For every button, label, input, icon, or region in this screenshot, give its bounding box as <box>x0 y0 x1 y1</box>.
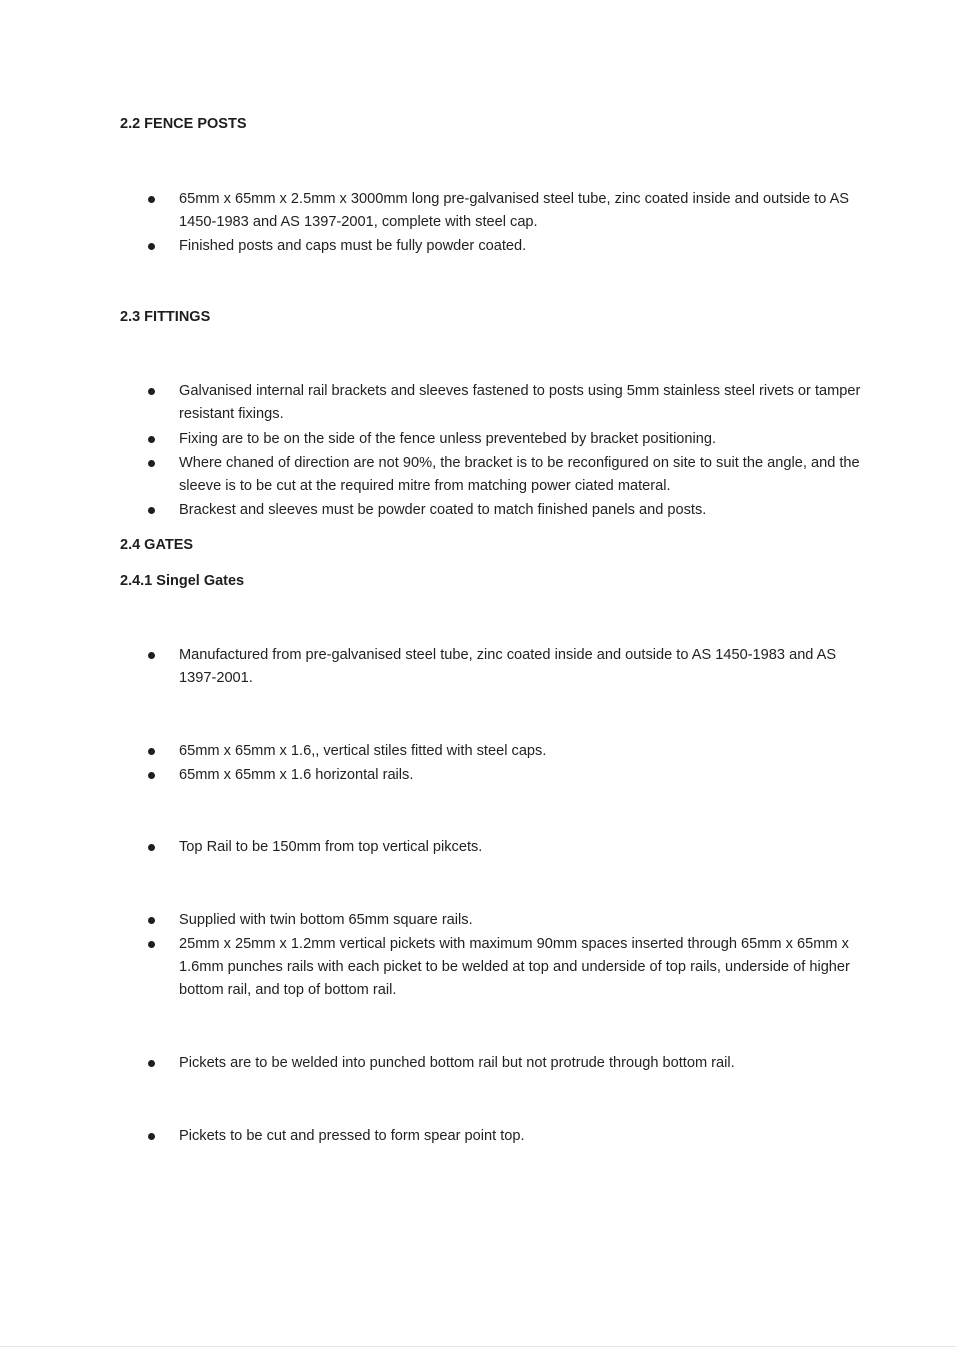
bullet-icon <box>148 941 155 948</box>
bullet-icon <box>148 1133 155 1140</box>
bullet-icon <box>148 1060 155 1067</box>
list-item-text: Where chaned of direction are not 90%, t… <box>179 455 860 494</box>
section-heading-single-gates: 2.4.1 Singel Gates <box>120 573 245 589</box>
list-item-text: Pickets to be cut and pressed to form sp… <box>179 1128 525 1144</box>
bullet-icon <box>148 652 155 659</box>
section-heading-fence-posts: 2.2 FENCE POSTS <box>120 116 247 132</box>
list-item-text: Pickets are to be welded into punched bo… <box>179 1055 735 1071</box>
bullet-icon <box>148 748 155 755</box>
list-item-text: Manufactured from pre-galvanised steel t… <box>179 647 837 686</box>
list-item-text: Supplied with twin bottom 65mm square ra… <box>179 912 473 928</box>
list-item-text: 25mm x 25mm x 1.2mm vertical pickets wit… <box>179 936 850 998</box>
list-item-text: 65mm x 65mm x 2.5mm x 3000mm long pre-ga… <box>179 191 850 230</box>
list-item-text: Fixing are to be on the side of the fenc… <box>179 431 717 447</box>
bullet-icon <box>148 772 155 779</box>
list-item-text: Galvanised internal rail brackets and sl… <box>179 383 861 422</box>
list-item-text: Brackest and sleeves must be powder coat… <box>179 502 707 518</box>
bullet-icon <box>148 196 155 203</box>
list-item-text: Top Rail to be 150mm from top vertical p… <box>179 839 483 855</box>
bullet-icon <box>148 507 155 514</box>
section-heading-gates: 2.4 GATES <box>120 537 194 553</box>
bullet-icon <box>148 844 155 851</box>
page-bottom-edge <box>0 1346 956 1347</box>
bullet-icon <box>148 243 155 250</box>
section-heading-fittings: 2.3 FITTINGS <box>120 309 211 325</box>
bullet-icon <box>148 436 155 443</box>
list-item-text: 65mm x 65mm x 1.6,, vertical stiles fitt… <box>179 743 547 759</box>
list-item-text: Finished posts and caps must be fully po… <box>179 238 527 254</box>
bullet-icon <box>148 388 155 395</box>
list-item-text: 65mm x 65mm x 1.6 horizontal rails. <box>179 767 414 783</box>
bullet-icon <box>148 460 155 467</box>
bullet-icon <box>148 917 155 924</box>
